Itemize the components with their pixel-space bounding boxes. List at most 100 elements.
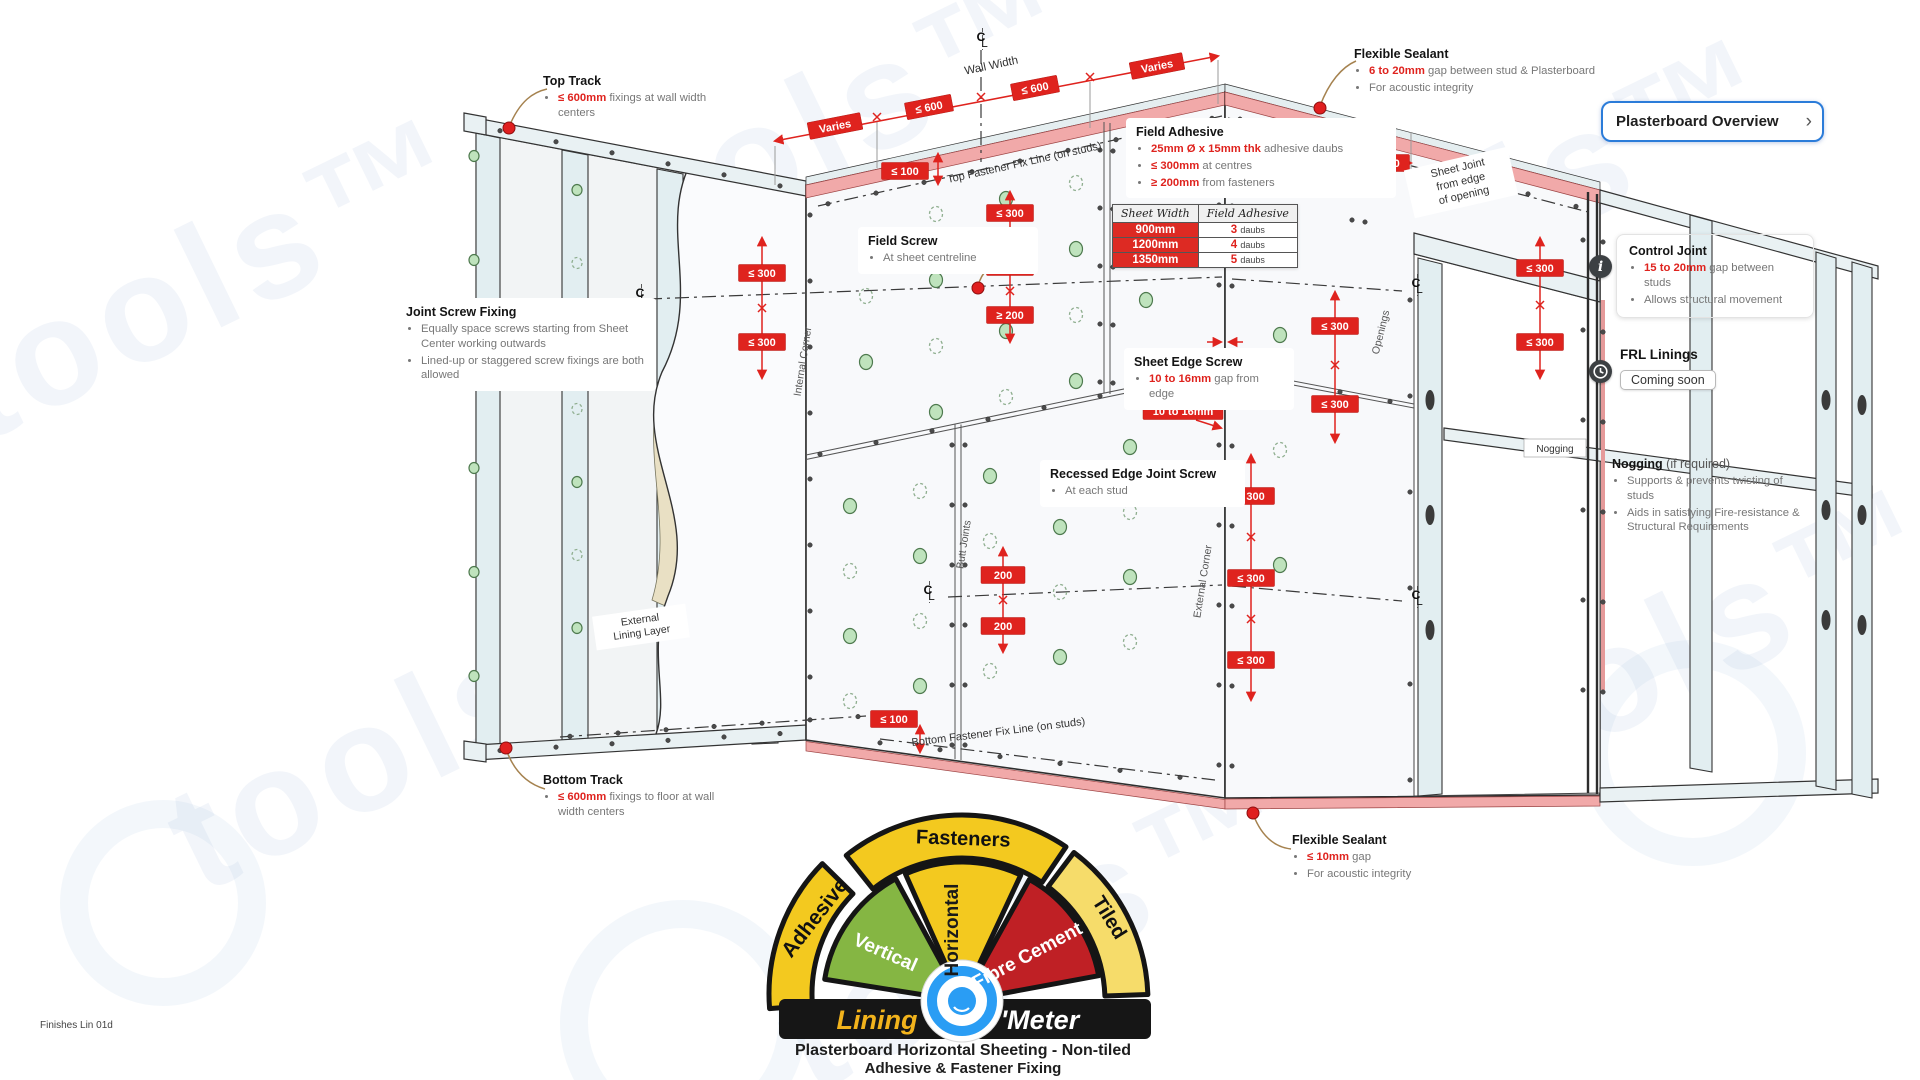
- callout-dot: [502, 121, 516, 135]
- screw-point: [609, 150, 615, 156]
- screw-point: [1110, 148, 1116, 154]
- screw-point: [873, 190, 879, 196]
- screw-point: [1573, 203, 1579, 209]
- note-bullets: 6 to 20mm gap between stud & Plasterboar…: [1354, 64, 1609, 95]
- svg-text:≤ 300: ≤ 300: [1321, 321, 1348, 333]
- gauge-caption-line1: Plasterboard Horizontal Sheeting - Non-t…: [794, 1042, 1132, 1059]
- screw-point: [1117, 767, 1123, 773]
- gauge-label: Fasteners: [916, 826, 1011, 851]
- bottom-plate: [1599, 778, 1879, 803]
- adhesive-daub-hollow: [1068, 174, 1084, 192]
- adhesive-daub: [571, 183, 583, 197]
- screw-point: [807, 608, 813, 614]
- gauge-base-right-label: 'Meter: [1001, 1005, 1081, 1035]
- note-title: Flexible Sealant: [1354, 47, 1449, 61]
- diagram-label: C: [1412, 276, 1421, 290]
- centerline-symbol: CL: [977, 28, 988, 50]
- screw-point: [1600, 689, 1606, 695]
- stud: [475, 132, 501, 758]
- screw-point: [1110, 380, 1116, 386]
- svg-text:200: 200: [994, 621, 1012, 633]
- vertical-sheet-joint: [954, 122, 1363, 760]
- screw-point: [663, 727, 669, 733]
- adhesive-daub-hollow: [842, 562, 858, 580]
- screw-point: [1337, 389, 1343, 395]
- screw-point: [1580, 597, 1586, 603]
- screw-point: [721, 172, 727, 178]
- gauge-segment-horizontal: [902, 859, 1024, 1004]
- adhesive-daub-hollow: [1122, 503, 1138, 521]
- svg-text:≤ 300: ≤ 300: [748, 268, 775, 280]
- adhesive-daub: [1068, 372, 1084, 390]
- screw-point: [1229, 283, 1235, 289]
- note-recessed-edge-joint-screw: Recessed Edge Joint ScrewAt each stud: [1040, 460, 1245, 507]
- adhesive-daub: [571, 475, 583, 489]
- screw-point: [1097, 393, 1103, 399]
- adhesive-daub-hollow: [1272, 441, 1288, 459]
- screw-point: [1110, 322, 1116, 328]
- adhesive-daub-hollow: [1068, 306, 1084, 324]
- dimension-label: Varies: [806, 112, 864, 140]
- plasterboard-overview-button[interactable]: Plasterboard Overview ›: [1601, 101, 1824, 142]
- dimension-label: ≤ 300: [1311, 395, 1359, 413]
- screw-point: [1525, 191, 1531, 197]
- screw-point: [807, 674, 813, 680]
- gauge-caption: Plasterboard Horizontal Sheeting - Non-t…: [763, 1042, 1163, 1077]
- adhesive-daub-hollow: [571, 548, 583, 562]
- svg-text:200: 200: [994, 570, 1012, 582]
- screw-point: [1216, 282, 1222, 288]
- dimension-tick: [757, 303, 767, 313]
- screw-point: [929, 428, 935, 434]
- dimension-label: 200: [980, 566, 1026, 584]
- note-control-joint: Control Joint15 to 20mm gap between stud…: [1616, 234, 1814, 319]
- sealant-strip-bottom: [1224, 795, 1601, 810]
- screw-point: [777, 183, 783, 189]
- screw-point: [1216, 682, 1222, 688]
- plasterboard-overview-label: Plasterboard Overview: [1616, 113, 1779, 130]
- note-title: Bottom Track: [543, 773, 623, 787]
- adhesive-daub-hollow: [982, 532, 998, 550]
- adhesive-daub: [1068, 240, 1084, 258]
- service-hole: [1425, 390, 1435, 410]
- callout-dot: [1313, 101, 1327, 115]
- fastener-fix-line: [647, 276, 1223, 300]
- fastener-fix-line: [559, 715, 867, 738]
- screw-point: [962, 682, 968, 688]
- screw-point: [949, 742, 955, 748]
- svg-text:≤ 300: ≤ 300: [1321, 399, 1348, 411]
- adhesive-daub-hollow: [858, 287, 874, 305]
- note-title: Nogging (if required): [1612, 457, 1731, 471]
- info-icon[interactable]: i: [1589, 255, 1612, 278]
- screw-point: [1580, 687, 1586, 693]
- screw-point: [553, 744, 559, 750]
- diagram-label: C: [977, 30, 986, 44]
- service-hole: [1857, 615, 1867, 635]
- adhesive-daub: [468, 149, 480, 163]
- screw-point: [985, 416, 991, 422]
- gauge-segment-tiled: [1045, 849, 1151, 999]
- screw-point: [807, 410, 813, 416]
- note-title: Joint Screw Fixing: [406, 305, 517, 319]
- screw-point: [1600, 329, 1606, 335]
- note-title: Sheet Edge Screw: [1134, 355, 1243, 369]
- control-joint-studs: [1586, 192, 1599, 794]
- service-hole: [1425, 620, 1435, 640]
- fastener-fix-line: [1231, 585, 1403, 602]
- screw-point: [962, 442, 968, 448]
- dimension-tick: [872, 112, 882, 122]
- gauge-label: Horizontal: [942, 884, 963, 977]
- screw-point: [1065, 147, 1071, 153]
- screw-point: [1407, 489, 1413, 495]
- svg-text:C: C: [1412, 276, 1421, 290]
- adhesive-daub: [912, 677, 928, 695]
- adhesive-daub: [928, 271, 944, 289]
- service-hole-stud: [1815, 251, 1837, 791]
- callout-dot: [971, 281, 985, 295]
- adhesive-daub-hollow: [912, 482, 928, 500]
- callout-dot: [499, 741, 513, 755]
- adhesive-daub: [982, 467, 998, 485]
- external-lining-panel: [652, 159, 807, 739]
- dimension-label: ≤ 300: [1311, 317, 1359, 335]
- screw-point: [1216, 762, 1222, 768]
